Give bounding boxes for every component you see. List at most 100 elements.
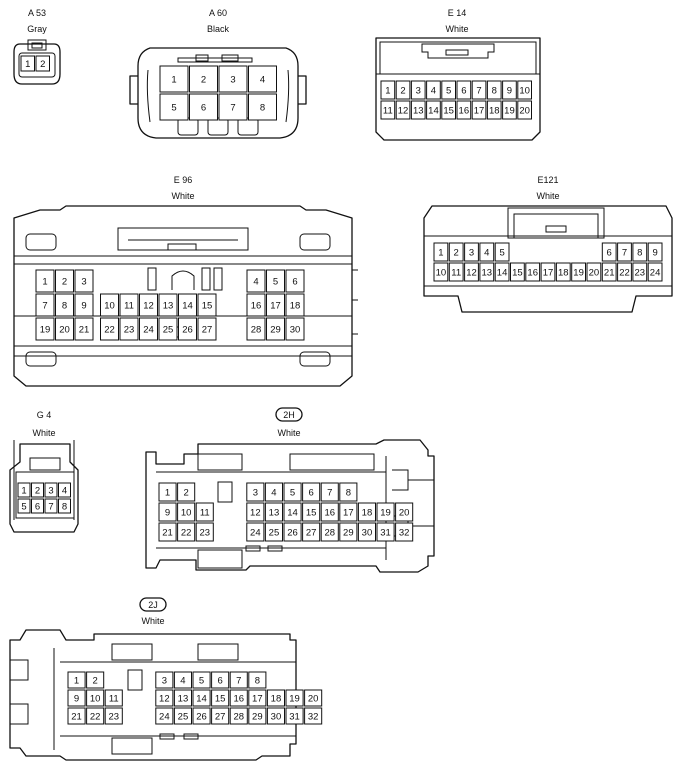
pin-number: 3 <box>253 488 258 499</box>
pin-e14-11: 11 <box>380 100 396 120</box>
pin-cavity <box>229 689 248 707</box>
pin-cavity <box>285 707 304 725</box>
pin-cavity <box>632 242 648 262</box>
pin-e14-15: 15 <box>441 100 456 120</box>
pin-cavity <box>285 293 305 317</box>
pin-number: 5 <box>446 86 451 97</box>
pin-cavity <box>502 100 517 120</box>
pin-cavity <box>155 707 174 725</box>
pin-a60-3: 3 <box>218 65 248 93</box>
pin-cavity <box>158 502 177 522</box>
pin-cavity <box>601 242 617 262</box>
pin-cavity <box>540 262 556 282</box>
pin-cavity <box>20 55 35 72</box>
pin-cavity <box>448 262 464 282</box>
pin-cavity <box>104 689 123 707</box>
pin-number: 2 <box>35 486 40 497</box>
pin-cavity <box>304 689 323 707</box>
pin-e96-6: 6 <box>285 269 305 293</box>
connector-e121-name: E121 <box>537 175 558 185</box>
pin-number: 8 <box>260 103 265 114</box>
pin-number: 6 <box>607 248 612 259</box>
pin-cavity <box>74 269 94 293</box>
pin-cavity <box>339 522 358 542</box>
pin-2j-21: 21 <box>67 707 86 725</box>
pin-cavity <box>248 65 277 93</box>
pin-cavity <box>58 482 71 498</box>
pin-cavity <box>86 707 105 725</box>
pin-cavity <box>517 100 532 120</box>
pin-number: 10 <box>90 694 101 705</box>
pin-e96-7: 7 <box>35 293 55 317</box>
pin-number: 16 <box>324 508 335 519</box>
pin-cavity <box>189 65 218 93</box>
pin-cavity <box>229 707 248 725</box>
pin-cavity <box>517 80 532 100</box>
pin-number: 5 <box>21 502 26 513</box>
pin-cavity <box>380 100 396 120</box>
pin-g4-8: 8 <box>58 498 71 514</box>
pin-e96-24: 24 <box>139 317 158 341</box>
pin-cavity <box>555 262 571 282</box>
pin-2j-11: 11 <box>104 689 123 707</box>
pin-2j-13: 13 <box>173 689 192 707</box>
pin-e121-2: 2 <box>448 242 464 262</box>
pin-cavity <box>395 502 414 522</box>
pin-number: 5 <box>273 277 278 288</box>
pin-number: 12 <box>250 508 261 519</box>
pin-number: 6 <box>292 277 297 288</box>
pin-2j-28: 28 <box>229 707 248 725</box>
pin-cavity <box>246 269 266 293</box>
pin-cavity <box>159 93 189 121</box>
pin-2j-12: 12 <box>155 689 174 707</box>
pin-cavity <box>104 707 123 725</box>
pin-cavity <box>601 262 617 282</box>
pin-2j-20: 20 <box>304 689 323 707</box>
pin-a60-4: 4 <box>248 65 277 93</box>
pin-cavity <box>266 689 285 707</box>
pin-cavity <box>283 482 302 502</box>
pin-cavity <box>100 317 119 341</box>
pin-2h-20: 20 <box>395 502 414 522</box>
pin-e96-15: 15 <box>197 293 217 317</box>
pin-number: 24 <box>159 712 170 723</box>
pin-cavity <box>266 317 285 341</box>
pin-e121-11: 11 <box>448 262 464 282</box>
pin-number: 2 <box>454 248 459 259</box>
pin-number: 2 <box>62 277 67 288</box>
pin-2j-9: 9 <box>67 689 86 707</box>
pin-e14-20: 20 <box>517 100 532 120</box>
pin-cavity <box>380 80 396 100</box>
pin-cavity <box>441 100 456 120</box>
pin-a60-2: 2 <box>189 65 218 93</box>
pin-cavity <box>283 502 302 522</box>
pin-number: 14 <box>196 694 207 705</box>
pin-g4-4: 4 <box>58 482 71 498</box>
pin-number: 12 <box>398 106 409 117</box>
pin-e121-9: 9 <box>647 242 663 262</box>
pin-cavity <box>173 707 192 725</box>
pin-number: 14 <box>497 268 508 279</box>
pin-cavity <box>339 502 358 522</box>
pin-number: 8 <box>62 301 67 312</box>
pin-cavity <box>320 482 339 502</box>
connector-a60-color: Black <box>207 24 230 34</box>
pin-2j-30: 30 <box>266 707 285 725</box>
pin-number: 29 <box>270 325 281 336</box>
pin-2h-24: 24 <box>246 522 265 542</box>
pin-cavity <box>285 269 305 293</box>
pin-cavity <box>155 689 174 707</box>
pin-number: 5 <box>290 488 295 499</box>
pin-a53-2: 2 <box>35 55 50 72</box>
pin-number: 23 <box>635 268 646 279</box>
pin-number: 6 <box>461 86 466 97</box>
pin-e96-17: 17 <box>266 293 285 317</box>
pin-cavity <box>448 242 464 262</box>
pin-cavity <box>246 502 265 522</box>
pin-e121-24: 24 <box>647 262 663 282</box>
pin-2j-5: 5 <box>192 671 211 689</box>
pin-number: 12 <box>143 301 154 312</box>
